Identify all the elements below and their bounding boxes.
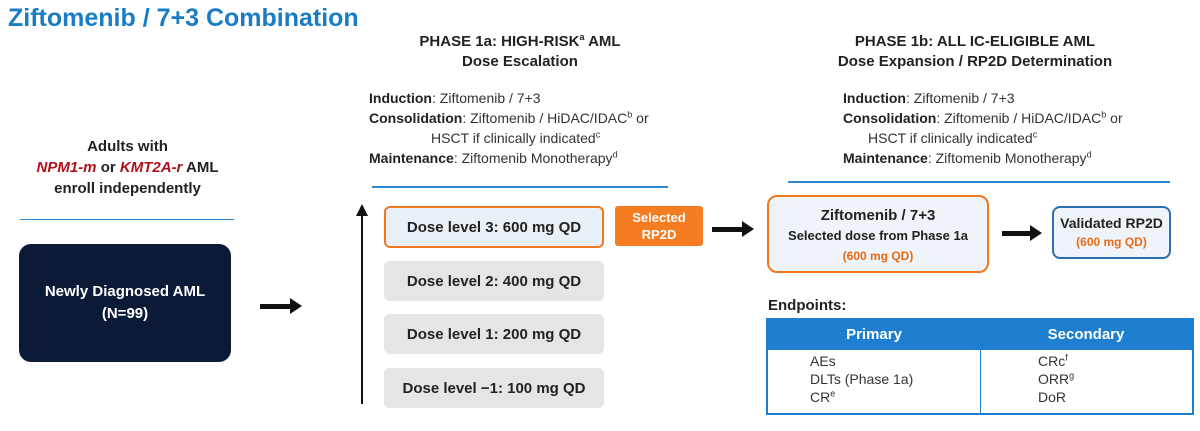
newly-diagnosed-box: Newly Diagnosed AML (N=99): [19, 244, 231, 362]
primary-endpoint-1: AEs: [810, 353, 836, 369]
arrow-right-icon: [1002, 225, 1042, 241]
combo-regimen: Ziftomenib / 7+3: [820, 207, 936, 224]
phase1a-heading: PHASE 1a: HIGH-RISKa AML Dose Escalation: [355, 32, 685, 72]
primary-endpoints: AEs DLTs (Phase 1a) CRe: [810, 352, 913, 406]
validated-rp2d-label: Validated RP2D: [1060, 215, 1163, 231]
newly-diagnosed-label: Newly Diagnosed AML: [44, 283, 206, 300]
phase1a-consolidation: Consolidation: Ziftomenib / HiDAC/IDACb …: [369, 109, 649, 126]
endpoints-table: Primary Secondary AEs DLTs (Phase 1a) CR…: [766, 318, 1194, 415]
escalation-arrow-icon: [356, 204, 368, 404]
phase1b-heading: PHASE 1b: ALL IC-ELIGIBLE AML Dose Expan…: [795, 32, 1155, 72]
phase1b-regimen: Induction: Ziftomenib / 7+3 Consolidatio…: [843, 88, 1183, 168]
phase1a-hsct: HSCT if clinically indicatedc: [431, 129, 601, 146]
dose-level-2: Dose level 2: 400 mg QD: [384, 261, 604, 301]
population-description: Adults with NPM1-m or KMT2A-r AML enroll…: [15, 136, 240, 199]
endpoints-header-row: Primary Secondary: [768, 320, 1192, 350]
arrow-right-icon: [260, 298, 302, 314]
aml-text: AML: [182, 159, 219, 176]
population-line3: enroll independently: [54, 180, 201, 197]
phase1a-maintenance: Maintenance: Ziftomenib Monotherapyd: [369, 149, 618, 166]
selected-label: Selected: [632, 210, 686, 225]
phase1b-subtitle: Dose Expansion / RP2D Determination: [837, 53, 1113, 70]
phase1a-induction: Induction: Ziftomenib / 7+3: [369, 90, 541, 106]
population-line2: NPM1-m or KMT2A-r AML: [15, 157, 240, 178]
slide-title: Ziftomenib / 7+3 Combination: [8, 4, 359, 32]
phase1a-title: PHASE 1a: HIGH-RISKa AML: [419, 32, 621, 51]
dose-level-minus-1: Dose level −1: 100 mg QD: [384, 368, 604, 408]
validated-rp2d-dose: (600 mg QD): [1076, 235, 1147, 249]
rp2d-label: RP2D: [641, 227, 677, 242]
secondary-endpoints: CRcf ORRg DoR: [1038, 352, 1074, 406]
combo-dose-source: Selected dose from Phase 1a: [788, 228, 968, 243]
secondary-endpoint-1: CRcf: [1038, 352, 1068, 369]
kmt2a-label: KMT2A-r: [119, 159, 183, 176]
or-text: or: [96, 159, 120, 176]
secondary-header: Secondary: [1047, 326, 1125, 343]
endpoints-label: Endpoints:: [768, 297, 847, 314]
selected-rp2d-badge: Selected RP2D: [615, 206, 703, 246]
column-divider: [980, 350, 981, 413]
left-divider: [20, 219, 234, 220]
primary-endpoint-3: CRe: [810, 388, 836, 405]
validated-rp2d-box: Validated RP2D (600 mg QD): [1052, 206, 1171, 259]
phase1b-hsct: HSCT if clinically indicatedc: [868, 129, 1038, 146]
primary-endpoint-2: DLTs (Phase 1a): [810, 371, 914, 387]
secondary-endpoint-3: DoR: [1038, 389, 1067, 405]
npm1-label: NPM1-m: [36, 159, 97, 176]
dose-level-1: Dose level 1: 200 mg QD: [384, 314, 604, 354]
population-line1: Adults with: [87, 138, 168, 155]
phase1b-divider: [788, 181, 1170, 183]
phase1a-regimen: Induction: Ziftomenib / 7+3 Consolidatio…: [369, 88, 699, 168]
phase1b-maintenance: Maintenance: Ziftomenib Monotherapyd: [843, 149, 1092, 166]
primary-header: Primary: [846, 326, 902, 343]
phase1b-title: PHASE 1b: ALL IC-ELIGIBLE AML: [854, 33, 1096, 50]
phase1a-divider: [372, 186, 668, 188]
combo-dose: (600 mg QD): [842, 249, 914, 263]
dose-level-3: Dose level 3: 600 mg QD: [384, 206, 604, 248]
phase1b-consolidation: Consolidation: Ziftomenib / HiDAC/IDACb …: [843, 109, 1123, 126]
sample-size: (N=99): [101, 305, 149, 322]
arrow-right-icon: [712, 221, 754, 237]
phase1a-subtitle: Dose Escalation: [462, 53, 578, 70]
phase1b-induction: Induction: Ziftomenib / 7+3: [843, 90, 1015, 106]
combination-box: Ziftomenib / 7+3 Selected dose from Phas…: [767, 195, 989, 273]
secondary-endpoint-2: ORRg: [1038, 370, 1075, 387]
